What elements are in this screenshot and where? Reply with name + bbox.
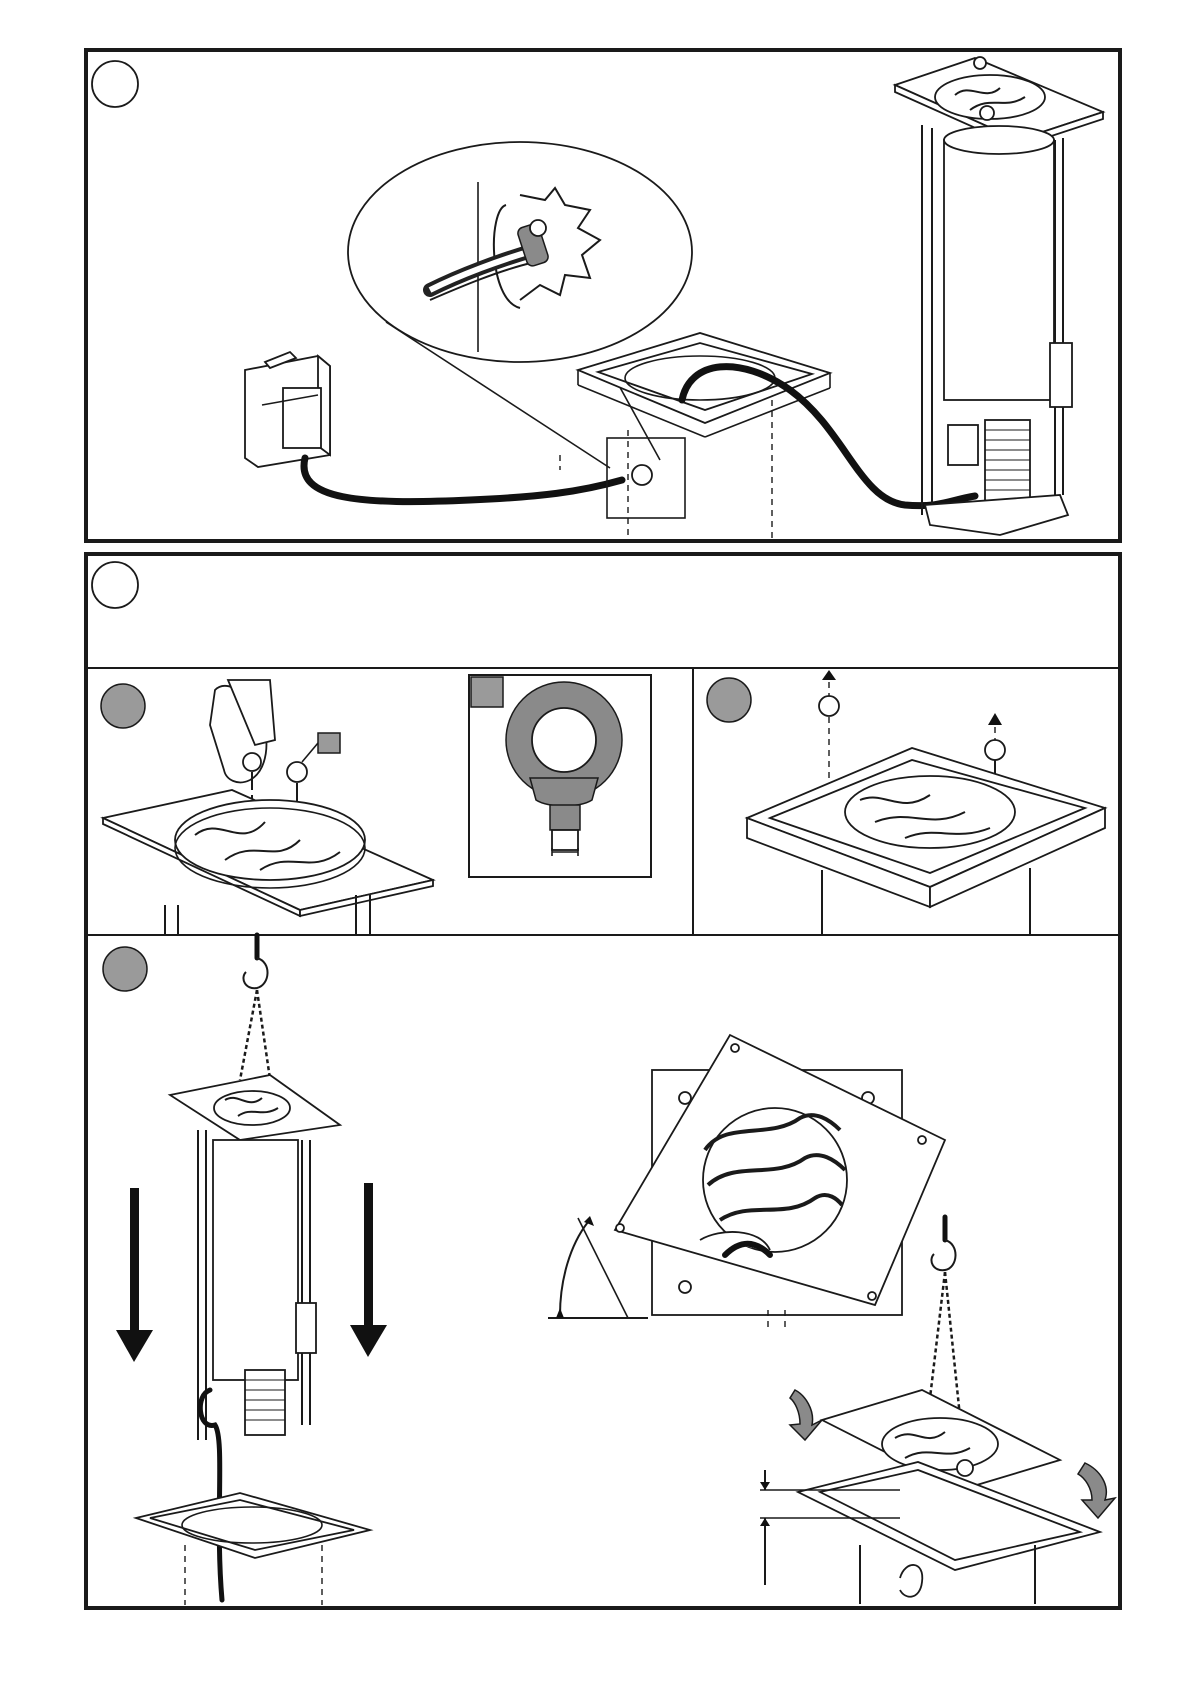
crane-hook-2 (931, 1240, 955, 1270)
step-circle-bottom (92, 562, 138, 608)
bollard-body-d (213, 1140, 298, 1380)
top-view-rotation (615, 1035, 945, 1328)
subpanel-eyebolt-remove (707, 670, 1105, 935)
badge-detail (471, 677, 503, 707)
panel-cable-routing (86, 50, 1120, 541)
arrow-up-1 (822, 670, 836, 680)
bollard-unit-top (895, 57, 1103, 535)
cable-coil (900, 1565, 922, 1597)
eyebolt-1 (243, 753, 261, 771)
subpanel-eyebolt-insert (101, 680, 433, 935)
rotate-arrow-left (790, 1390, 822, 1440)
eyebolt-4 (985, 740, 1005, 760)
detail-ref-square (318, 733, 340, 753)
foundation-pit (560, 333, 830, 538)
eyebolt-3 (819, 696, 839, 716)
step-circle-top (92, 61, 138, 107)
junction-box (245, 352, 330, 467)
rotate-arrow-right (1078, 1463, 1115, 1518)
eyebolt-neck (550, 805, 580, 830)
detail-callout-gland (348, 142, 692, 468)
arrow-down-right (350, 1183, 387, 1357)
bollard-cable-d (200, 1390, 222, 1600)
eyebolt-2 (287, 762, 307, 782)
crane-hook (243, 958, 267, 988)
badge-d (103, 947, 147, 991)
subpanel-eyebolt-detail (469, 675, 651, 877)
eyebolt-collar (530, 778, 598, 806)
panel-installation (86, 554, 1120, 1608)
subpanel-lowering (103, 935, 1115, 1605)
eyebolt-hole (532, 708, 596, 772)
arrow-up-2 (988, 713, 1002, 725)
arrow-down-left (116, 1188, 153, 1362)
supply-cable (304, 458, 622, 502)
eyebolt-thread (552, 830, 578, 850)
badge-a (101, 684, 145, 728)
chain-left (240, 990, 257, 1080)
badge-c (707, 678, 751, 722)
